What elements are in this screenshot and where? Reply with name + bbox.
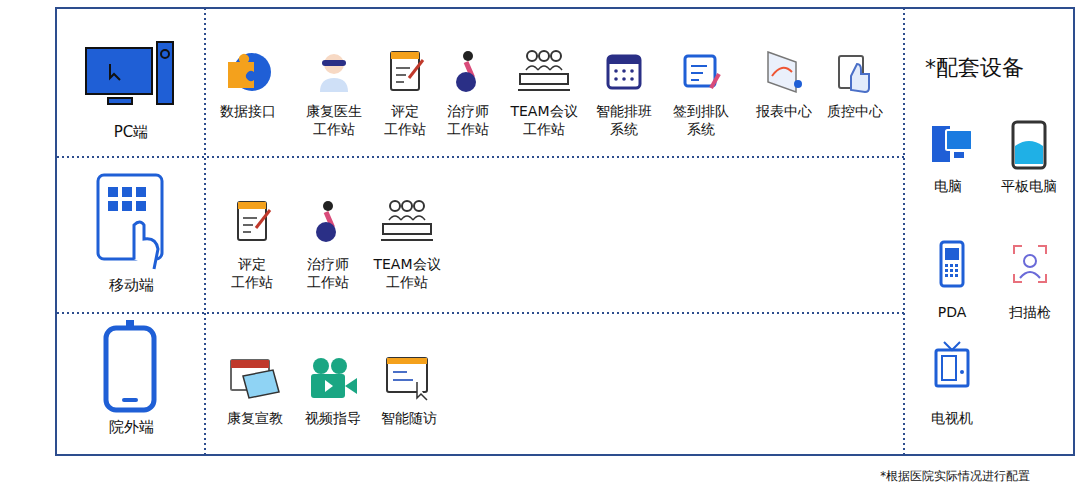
device-label: 电视机 — [931, 410, 973, 428]
dscan-icon — [1014, 246, 1046, 282]
tablet-icon — [98, 175, 162, 269]
dotted-separator — [204, 8, 206, 455]
ther-icon — [316, 201, 336, 242]
cal-icon — [608, 56, 640, 88]
dtab-icon — [1013, 122, 1045, 168]
terminal-cell: 院外端 — [57, 314, 205, 454]
module-label: 数据接口 — [220, 103, 276, 121]
device-panel: *配套设备 — [905, 9, 1073, 454]
module-label: 康复宣教 — [227, 410, 283, 428]
device-label: 平板电脑 — [1001, 178, 1057, 196]
news-icon — [231, 360, 279, 398]
report-icon — [768, 52, 802, 92]
outer-frame — [56, 8, 1074, 455]
module-label: 智能排班 系统 — [596, 103, 652, 138]
terminal-label: PC端 — [57, 123, 205, 142]
dotted-separator — [57, 312, 904, 314]
dtv-icon — [936, 342, 968, 386]
ther-icon — [456, 51, 476, 92]
module-label: 治疗师 工作站 — [447, 103, 489, 138]
doctor-icon — [320, 54, 348, 92]
device-label: PDA — [938, 304, 967, 322]
terminal-cell: 移动端 — [57, 158, 205, 313]
module-label: 评定 工作站 — [231, 256, 273, 291]
dpda-icon — [941, 242, 963, 286]
clip-icon — [238, 202, 270, 240]
module-label: 治疗师 工作站 — [307, 256, 349, 291]
module-label: 智能随访 — [381, 410, 437, 428]
device-label: 扫描枪 — [1009, 304, 1051, 322]
module-label: 报表中心 — [756, 103, 812, 121]
team-icon — [381, 201, 433, 240]
dotted-separator — [57, 156, 904, 158]
module-label: 康复医生 工作站 — [306, 103, 362, 138]
dpc-icon — [932, 126, 972, 162]
pc-icon — [86, 42, 173, 104]
thumb-icon — [839, 56, 869, 92]
terminal-label: 院外端 — [57, 418, 205, 437]
panel-heading: *配套设备 — [925, 53, 1073, 83]
terminal-label: 移动端 — [57, 276, 205, 295]
puzzle-icon — [228, 53, 271, 91]
device-label: 电脑 — [934, 178, 962, 196]
footnote: *根据医院实际情况进行配置 — [880, 469, 1030, 483]
module-label: 质控中心 — [827, 103, 883, 121]
module-label: TEAM会议 工作站 — [510, 103, 577, 138]
terminal-cell: PC端 — [57, 9, 205, 157]
phone-icon — [106, 320, 154, 410]
team-icon — [518, 51, 570, 90]
frame — [56, 8, 1074, 455]
clip-icon — [391, 52, 423, 90]
form-icon — [685, 56, 719, 88]
module-label: TEAM会议 工作站 — [373, 256, 440, 291]
video-icon — [311, 358, 357, 398]
screen-icon — [387, 358, 427, 400]
dotted-separator — [903, 8, 905, 455]
module-label: 签到排队 系统 — [673, 103, 729, 138]
module-label: 评定 工作站 — [384, 103, 426, 138]
module-label: 视频指导 — [305, 410, 361, 428]
